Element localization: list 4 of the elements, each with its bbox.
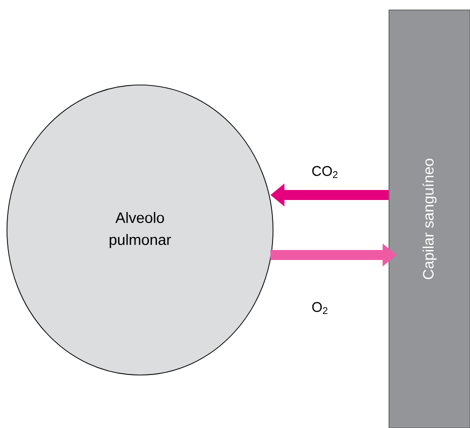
capillary-label: Capilar sanguíneo [422,158,437,280]
capillary-bar [388,10,470,428]
edge-label: O$_{2}$ [312,302,328,314]
edge-label: CO$_{2}$ [312,166,338,178]
